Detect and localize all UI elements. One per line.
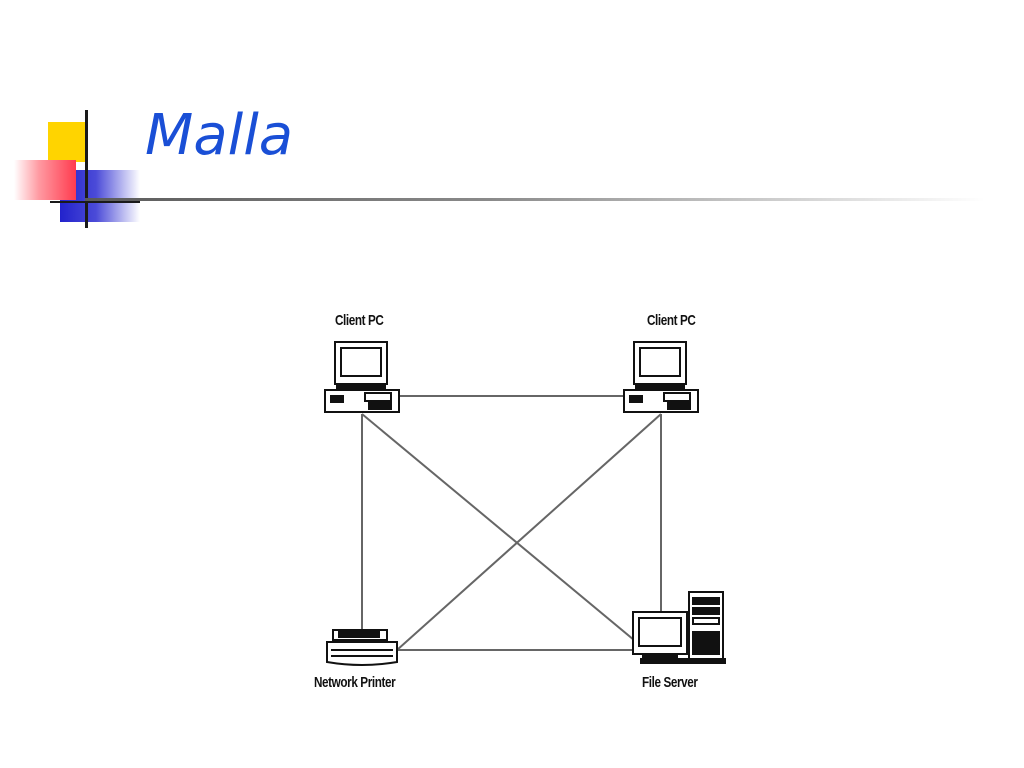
title-underline	[85, 198, 985, 201]
link-pc-left-server	[361, 413, 641, 646]
diagram-canvas	[324, 341, 726, 666]
desktop-computer-icon	[623, 341, 699, 413]
file-server-icon	[632, 591, 726, 664]
desktop-computer-icon	[324, 341, 400, 413]
decorative-squares	[0, 100, 160, 240]
link-pc-right-printer	[396, 413, 662, 651]
links	[361, 395, 662, 651]
yellow-square	[48, 122, 86, 162]
node-label-client-pc-left: Client PC	[335, 312, 384, 329]
red-square	[14, 160, 76, 200]
mesh-topology-diagram: Client PC Client PC Network Printer File…	[300, 300, 740, 700]
node-label-network-printer: Network Printer	[314, 674, 396, 691]
node-label-file-server: File Server	[642, 674, 698, 691]
node-label-client-pc-right: Client PC	[647, 312, 696, 329]
slide-title: Malla	[145, 103, 294, 168]
vertical-rule	[85, 110, 88, 228]
printer-icon	[326, 629, 398, 666]
short-horizontal-rule	[50, 201, 140, 203]
